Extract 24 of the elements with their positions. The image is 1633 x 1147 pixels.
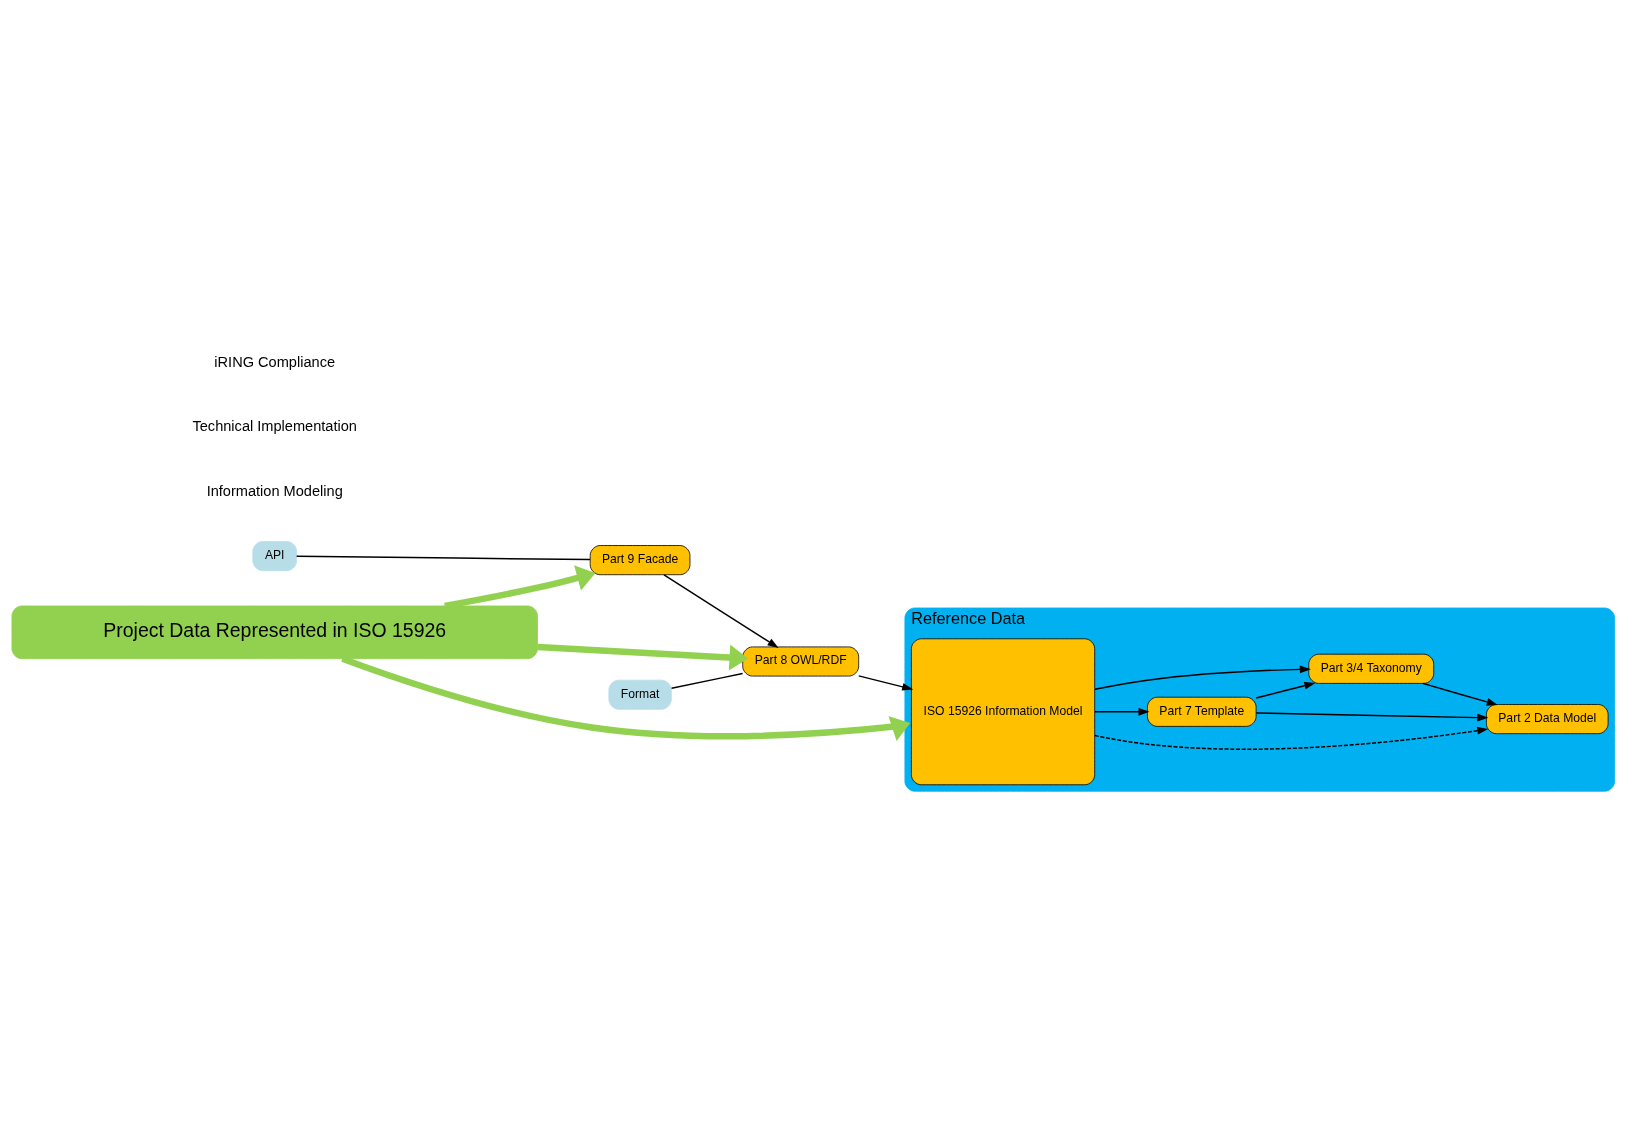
arrow: [1094, 726, 1489, 750]
node-box: Part 9 Facade: [589, 545, 691, 576]
arrow: [1422, 682, 1498, 706]
arrow: [1255, 681, 1316, 699]
node-box: Part 8 OWL/RDF: [742, 646, 860, 677]
label: iRING Compliance: [214, 354, 336, 371]
node-box: API: [252, 541, 298, 572]
arrow: [537, 643, 749, 671]
connector: [670, 672, 744, 690]
connector: [295, 555, 591, 561]
arrow: [1255, 712, 1489, 722]
arrow: [341, 655, 911, 742]
node-box: Part 2 Data Model: [1486, 704, 1609, 735]
arrow: [1094, 665, 1311, 691]
arrow: [663, 574, 779, 648]
node-box: Project Data Represented in ISO 15926: [11, 605, 538, 660]
arrow: [1094, 707, 1150, 716]
node-box: Part 3/4 Taxonomy: [1308, 653, 1435, 684]
label: Information Modeling: [206, 482, 343, 499]
node-box: ISO 15926 Information Model: [911, 638, 1096, 786]
arrow: [858, 675, 914, 691]
label: Technical Implementation: [192, 418, 357, 435]
node-box: Format: [608, 679, 672, 710]
node-box: Part 7 Template: [1147, 696, 1257, 727]
